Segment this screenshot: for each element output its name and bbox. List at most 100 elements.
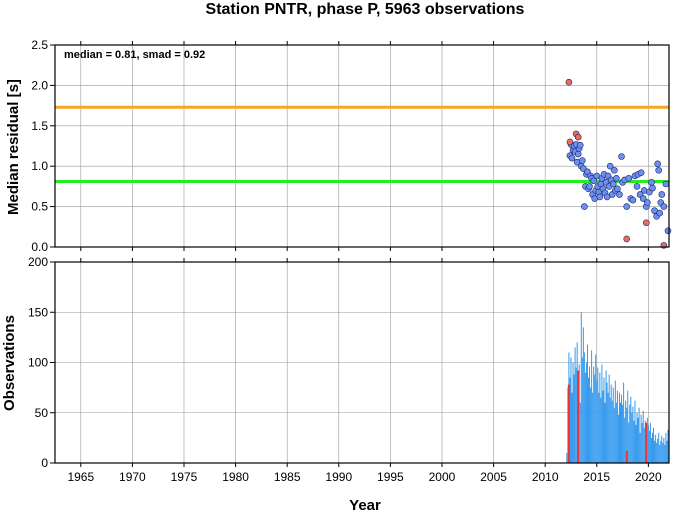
observation-bar <box>584 372 586 463</box>
residual-point <box>623 203 630 210</box>
x-tick-label: 2000 <box>429 470 456 484</box>
chart-title: Station PNTR, phase P, 5963 observations <box>206 1 525 18</box>
observation-bar <box>666 440 668 463</box>
observation-bar <box>641 422 643 463</box>
x-tick-label: 1965 <box>67 470 94 484</box>
observation-bar <box>636 412 638 463</box>
observation-bar <box>602 390 604 463</box>
x-tick-label: 1975 <box>171 470 198 484</box>
observation-bar <box>657 438 659 463</box>
observation-bar <box>566 452 568 463</box>
observation-bar <box>637 417 639 463</box>
observation-bar <box>595 354 597 463</box>
observation-bar <box>615 402 617 463</box>
observation-bar <box>649 422 651 463</box>
x-tick-label: 2015 <box>583 470 610 484</box>
observation-bar <box>576 342 578 463</box>
observation-bar <box>628 422 630 463</box>
observation-bar <box>610 384 612 463</box>
residual-point <box>637 169 645 176</box>
observation-bar <box>609 397 611 463</box>
residual-point <box>609 180 617 188</box>
observation-bar <box>599 372 601 463</box>
observation-bar <box>663 437 665 463</box>
x-axis-label: Year <box>349 497 381 511</box>
x-tick-label: 1990 <box>325 470 352 484</box>
observation-bar <box>642 410 644 463</box>
residual-point <box>649 184 656 192</box>
residual-point <box>586 183 593 190</box>
residual-point <box>625 175 633 182</box>
observation-bar <box>573 374 575 463</box>
observation-bar <box>590 387 592 463</box>
residual-point <box>576 141 584 149</box>
residual-y-tick-label: 0.0 <box>31 240 48 254</box>
y-axis-label-residual: Median residual [s] <box>5 79 22 215</box>
observation-bar <box>658 432 660 463</box>
x-tick-label: 2020 <box>635 470 662 484</box>
x-tick-label: 1985 <box>274 470 301 484</box>
outlier-point <box>566 138 574 146</box>
x-tick-label: 2005 <box>480 470 507 484</box>
observation-bar <box>632 406 634 463</box>
observation-bar <box>661 435 663 463</box>
residual-point <box>644 199 651 206</box>
residual-point <box>639 195 647 202</box>
x-tick-label: 1995 <box>377 470 404 484</box>
observation-bar <box>579 402 581 463</box>
outlier-point <box>565 78 573 86</box>
observation-bar <box>634 400 636 463</box>
residual-y-tick-label: 2.0 <box>31 78 48 92</box>
x-tick-label: 2010 <box>532 470 559 484</box>
residual-point <box>648 179 655 186</box>
observation-bar <box>653 427 655 463</box>
observation-bar <box>603 377 605 463</box>
residual-point <box>579 157 586 164</box>
observations-y-tick-label: 150 <box>28 305 48 319</box>
residual-y-tick-label: 0.5 <box>31 200 48 214</box>
observation-bar <box>571 392 573 463</box>
observation-bar <box>635 424 637 463</box>
observation-bar <box>604 402 606 463</box>
observation-bar <box>621 394 623 463</box>
residual-point <box>618 153 625 160</box>
observation-bar <box>583 352 585 463</box>
x-tick-label: 1980 <box>222 470 249 484</box>
residual-point <box>629 196 637 204</box>
observation-bar <box>585 362 587 463</box>
outlier-point <box>574 133 582 141</box>
observation-bar <box>643 427 645 463</box>
observation-bar <box>612 387 614 463</box>
observation-bar <box>597 367 599 463</box>
observation-bar <box>640 414 642 463</box>
residual-point <box>596 193 604 201</box>
observation-bar <box>618 392 620 463</box>
observation-bar <box>625 400 627 463</box>
observation-bar <box>575 367 577 463</box>
residual-point <box>606 162 614 170</box>
residual-point <box>574 150 582 158</box>
residual-point <box>590 177 597 185</box>
residual-point <box>613 175 620 182</box>
observation-bar <box>664 444 666 463</box>
residual-point <box>611 166 618 174</box>
observation-bar <box>594 374 596 463</box>
observation-bar <box>646 417 648 463</box>
residual-panel: 0.00.51.01.52.02.5 <box>31 38 672 254</box>
observations-y-tick-label: 50 <box>35 406 49 420</box>
residual-frame <box>54 44 670 248</box>
observation-bar <box>639 432 641 463</box>
observation-bar <box>589 366 591 463</box>
residual-point <box>658 191 666 198</box>
residual-point <box>655 166 662 174</box>
residual-point <box>664 227 672 235</box>
observation-bar <box>644 420 646 463</box>
observation-bar <box>623 382 625 463</box>
observation-bar <box>614 380 616 463</box>
observation-bar <box>650 437 652 463</box>
observation-bar <box>629 404 631 463</box>
observation-bar <box>601 364 603 463</box>
